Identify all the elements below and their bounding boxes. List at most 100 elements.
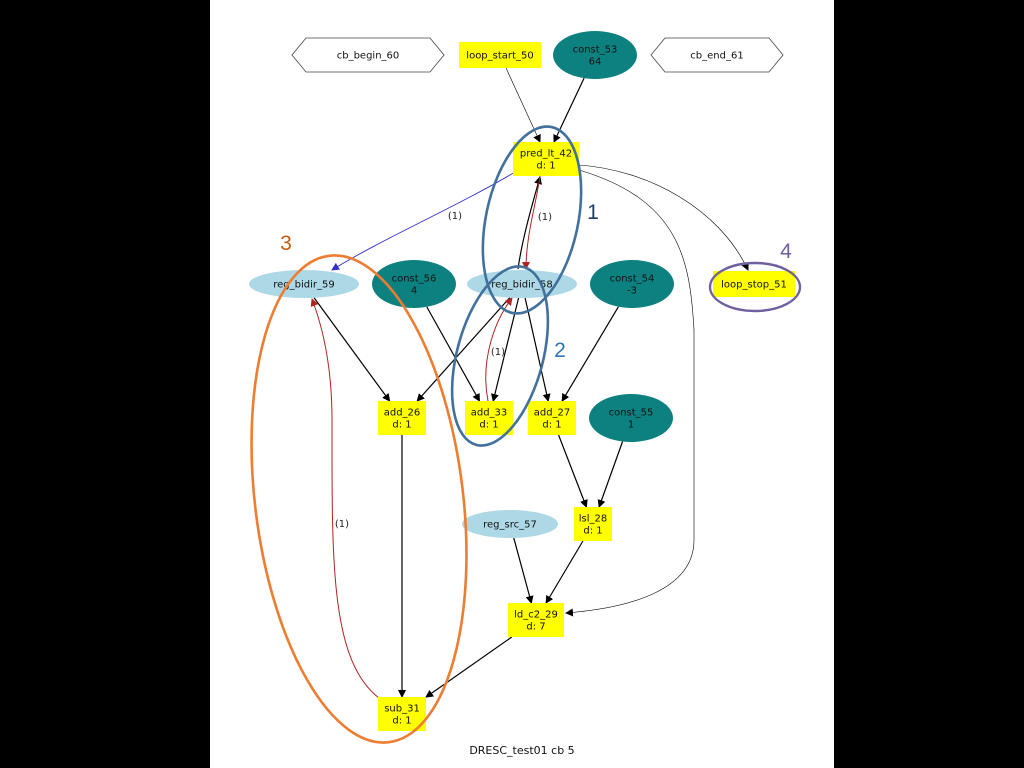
node-ellipse	[249, 270, 359, 298]
node-label: pred_lt_42	[520, 149, 572, 160]
edge-pred_lt_42-to-ld_c2_29	[565, 169, 695, 617]
node-label: -3	[627, 286, 637, 297]
edge-const_55-to-lsl_28	[597, 441, 624, 508]
edge-reg_bidir_58-to-add_27	[524, 297, 551, 402]
edge-label-pred_lt_42-to-reg_bidir_58: (1)	[538, 212, 552, 223]
edge-reg_bidir_58-to-pred_lt_42	[517, 176, 542, 270]
edge-label-sub_31-to-reg_bidir_59: (1)	[335, 519, 349, 530]
node-ellipse	[553, 31, 637, 79]
edge-label-pred_lt_42-to-reg_bidir_59: (1)	[448, 211, 462, 222]
annotation-number-4: 4	[780, 240, 792, 263]
node-add_26[interactable]: add_26d: 1	[378, 401, 426, 435]
edge-const_54-to-add_27	[561, 306, 619, 402]
node-label: d: 1	[583, 526, 602, 537]
node-pred_lt_42[interactable]: pred_lt_42d: 1	[513, 142, 579, 176]
annotation-circle-3	[250, 254, 468, 744]
node-label: reg_bidir_58	[491, 280, 552, 291]
node-add_27[interactable]: add_27d: 1	[528, 401, 576, 435]
node-const_55[interactable]: const_551	[589, 394, 673, 442]
node-box	[528, 401, 576, 435]
node-box	[574, 507, 612, 541]
edge-pred_lt_42-to-loop_stop_51	[578, 164, 749, 271]
node-label: 1	[628, 420, 634, 431]
annotation-circle-2	[450, 265, 550, 447]
annotation-circle-1	[481, 125, 583, 315]
node-label: d: 1	[542, 420, 561, 431]
node-cb_begin_60[interactable]: cb_begin_60	[291, 37, 445, 73]
node-box	[378, 697, 426, 731]
node-label: d: 1	[536, 161, 555, 172]
node-label: const_53	[573, 45, 618, 56]
node-ellipse	[462, 510, 558, 538]
edge-sub_31-to-reg_bidir_59	[310, 298, 380, 699]
node-loop_stop_51[interactable]: loop_stop_51	[713, 271, 795, 297]
edge-reg_bidir_59-to-add_26	[313, 297, 391, 402]
edge-pred_lt_42-to-reg_bidir_58	[522, 175, 541, 270]
edge-label-add_33-to-reg_bidir_58: (1)	[491, 347, 505, 358]
node-box	[465, 401, 513, 435]
node-add_33[interactable]: add_33d: 1	[465, 401, 513, 435]
annotation-number-2: 2	[554, 339, 566, 362]
node-label: d: 1	[392, 420, 411, 431]
edge-reg_src_57-to-ld_c2_29	[513, 537, 534, 604]
annotations-layer: 1 2 3 4	[250, 125, 802, 744]
edge-const_53-to-pred_lt_42	[553, 77, 585, 143]
node-label: reg_bidir_59	[273, 280, 334, 291]
node-label: cb_end_61	[690, 51, 743, 62]
node-label: add_26	[384, 408, 421, 419]
edge-add_27-to-lsl_28	[558, 434, 588, 508]
node-diamond	[650, 37, 784, 73]
node-label: const_55	[609, 408, 654, 419]
node-label: lsl_28	[579, 514, 608, 525]
node-box	[459, 42, 541, 68]
node-ld_c2_29[interactable]: ld_c2_29d: 7	[508, 603, 564, 637]
node-label: d: 1	[392, 716, 411, 727]
node-diamond	[291, 37, 445, 73]
node-loop_start_50[interactable]: loop_start_50	[459, 42, 541, 68]
node-label: ld_c2_29	[514, 610, 558, 621]
edge-pred_lt_42-to-reg_bidir_59	[331, 171, 516, 271]
node-reg_bidir_59[interactable]: reg_bidir_59	[249, 270, 359, 298]
node-label: const_54	[610, 274, 655, 285]
node-label: loop_start_50	[466, 51, 533, 62]
node-label: const_56	[392, 274, 437, 285]
node-box	[378, 401, 426, 435]
node-const_56[interactable]: const_564	[372, 260, 456, 308]
node-reg_src_57[interactable]: reg_src_57	[462, 510, 558, 538]
annotation-circle-4	[708, 261, 802, 313]
node-box	[513, 142, 579, 176]
annotation-number-1: 1	[587, 201, 599, 224]
node-ellipse	[372, 260, 456, 308]
node-ellipse	[590, 260, 674, 308]
node-cb_end_61[interactable]: cb_end_61	[650, 37, 784, 73]
edge-add_33-to-reg_bidir_58	[485, 297, 513, 402]
node-box	[508, 603, 564, 637]
node-label: add_27	[534, 408, 571, 419]
edge-reg_bidir_58-to-add_33	[490, 297, 520, 402]
node-label: reg_src_57	[483, 520, 537, 531]
node-lsl_28[interactable]: lsl_28d: 1	[574, 507, 612, 541]
node-label: 64	[589, 57, 602, 68]
node-sub_31[interactable]: sub_31d: 1	[378, 697, 426, 731]
edge-const_56-to-add_33	[426, 306, 481, 402]
edge-lsl_28-to-ld_c2_29	[545, 540, 584, 604]
node-label: loop_stop_51	[721, 280, 787, 291]
edges-layer: (1) (1) (1) (1)	[310, 67, 749, 699]
node-ellipse	[589, 394, 673, 442]
node-label: 4	[411, 286, 417, 297]
node-const_54[interactable]: const_54-3	[590, 260, 674, 308]
edge-reg_bidir_58-to-add_26	[416, 297, 511, 402]
node-label: d: 7	[526, 622, 545, 633]
node-label: d: 1	[479, 420, 498, 431]
annotation-number-3: 3	[280, 232, 292, 255]
node-box	[713, 271, 795, 297]
node-label: sub_31	[384, 704, 420, 715]
graph-caption: DRESC_test01 cb 5	[469, 744, 574, 757]
node-label: add_33	[471, 408, 508, 419]
node-label: cb_begin_60	[337, 51, 400, 62]
edge-ld_c2_29-to-sub_31	[425, 636, 513, 698]
